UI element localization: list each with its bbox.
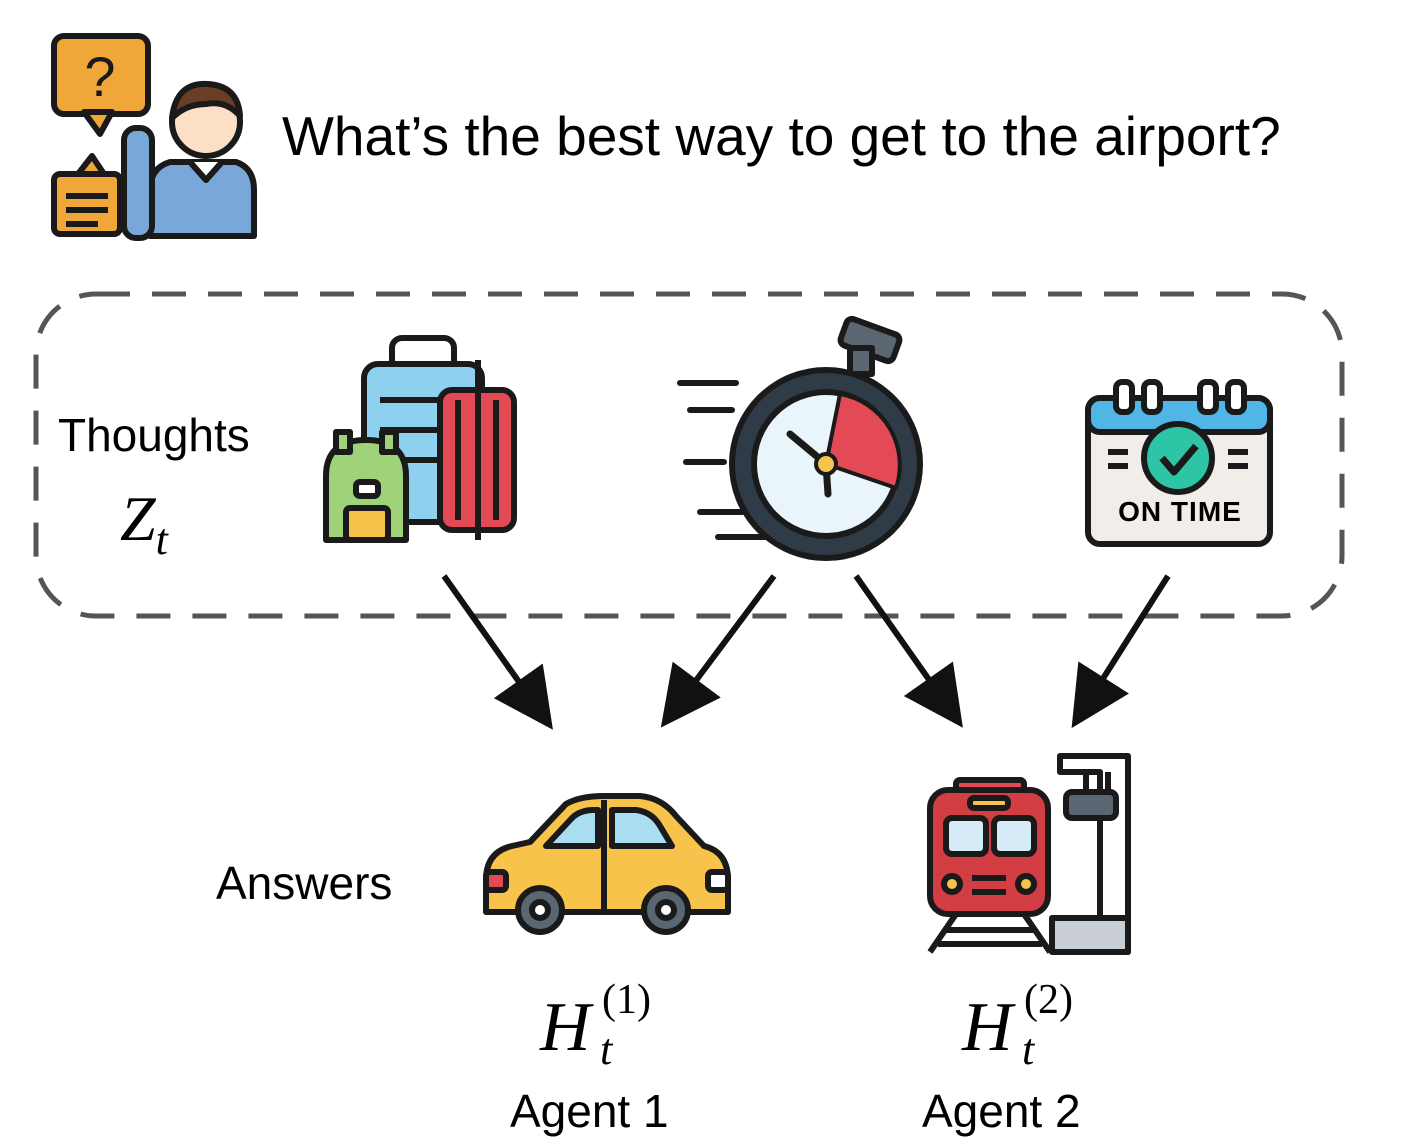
- agent-2-superscript: (2): [1024, 977, 1073, 1023]
- agent-2-symbol-main: H: [962, 989, 1013, 1066]
- person-question-icon: ?: [51, 33, 257, 241]
- thoughts-container: [33, 291, 1345, 619]
- agent-1-superscript: (1): [602, 977, 651, 1023]
- arrow-stopwatch-to-car: [660, 574, 777, 728]
- answers-label: Answers: [216, 857, 393, 909]
- thoughts-label: Thoughts: [58, 409, 250, 461]
- thoughts-symbol-subscript: t: [155, 515, 168, 564]
- stopwatch-icon: [677, 315, 923, 561]
- car-icon: [483, 793, 731, 935]
- arrow-stopwatch-to-train: [853, 574, 963, 728]
- agent-1-subscript: t: [600, 1025, 613, 1074]
- arrows: [441, 574, 1171, 730]
- calendar-on-time-icon: [1085, 379, 1273, 547]
- agent-1-label: Agent 1: [510, 1085, 669, 1137]
- thoughts-symbol: Zt: [120, 482, 168, 565]
- thoughts-symbol-main: Z: [120, 483, 156, 554]
- luggage-icon: [323, 335, 517, 543]
- agent-1-symbol-main: H: [540, 989, 591, 1066]
- agent-1-symbol: H (1) t: [540, 977, 651, 1074]
- train-icon: [927, 753, 1131, 955]
- agent-2-subscript: t: [1022, 1025, 1035, 1074]
- agent-2-label: Agent 2: [922, 1085, 1081, 1137]
- agent-2-symbol: H (2) t: [962, 977, 1073, 1074]
- calendar-label: ON TIME: [1118, 496, 1242, 527]
- arrow-calendar-to-train: [1071, 574, 1171, 729]
- arrow-luggage-to-car: [441, 574, 553, 730]
- svg-text:?: ?: [84, 45, 115, 108]
- question-text: What’s the best way to get to the airpor…: [282, 105, 1281, 167]
